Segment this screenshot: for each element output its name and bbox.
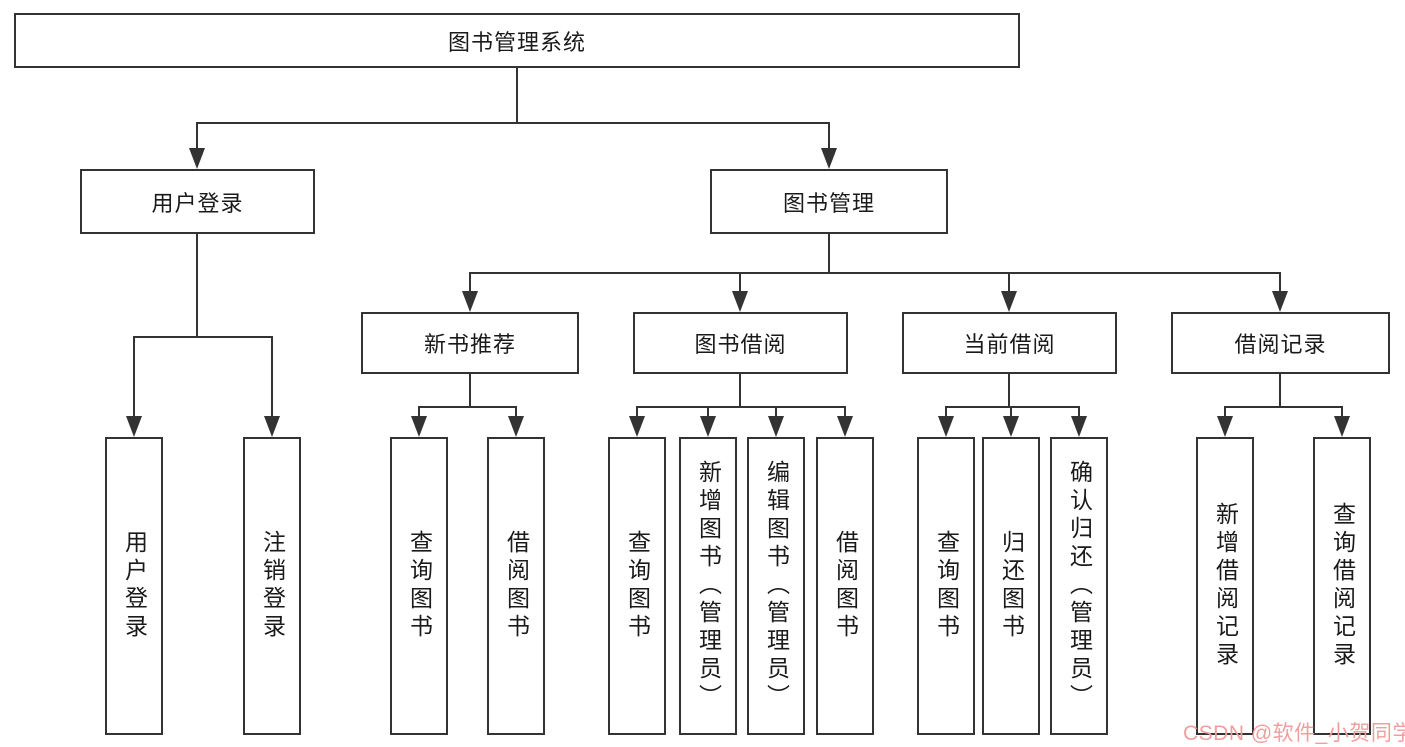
node-library-system: 图书管理系统	[14, 13, 1020, 68]
connector-drop	[133, 336, 135, 418]
leaf-return-books: 归还图书	[982, 437, 1040, 735]
leaf-label: 新增借阅记录	[1212, 502, 1239, 670]
leaf-add-books-admin: 新增图书（管理员）	[679, 437, 737, 735]
arrowhead-down-icon	[938, 416, 954, 437]
arrowhead-down-icon	[1001, 291, 1017, 312]
node-new-book-recommendation: 新书推荐	[361, 312, 579, 374]
node-label: 当前借阅	[963, 332, 1056, 357]
leaf-label: 新增图书（管理员）	[695, 460, 722, 712]
arrowhead-down-icon	[1071, 416, 1087, 437]
node-book-borrowing: 图书借阅	[633, 312, 848, 374]
arrowhead-down-icon	[189, 148, 205, 169]
connector-drop	[739, 272, 741, 293]
connector-root-split	[196, 122, 830, 124]
connector-drop	[707, 406, 709, 418]
leaf-query-books-borrowing: 查询图书	[608, 437, 666, 735]
connector-drop	[775, 406, 777, 418]
leaf-confirm-return-admin: 确认归还（管理员）	[1050, 437, 1108, 735]
arrowhead-down-icon	[411, 416, 427, 437]
node-label: 用户登录	[151, 190, 244, 216]
csdn-watermark: CSDN @软件_小贺同学	[1183, 722, 1405, 745]
connector-drop	[945, 406, 947, 418]
connector-split	[636, 406, 846, 408]
node-book-management: 图书管理	[710, 169, 948, 234]
leaf-label: 归还图书	[998, 530, 1025, 642]
arrowhead-down-icon	[732, 291, 748, 312]
arrowhead-down-icon	[1334, 416, 1350, 437]
node-user-login: 用户登录	[80, 169, 315, 234]
connector-drop	[828, 122, 830, 150]
connector-user-login-stem	[196, 234, 198, 336]
leaf-label: 查询图书	[933, 530, 960, 642]
leaf-borrow-books: 借阅图书	[816, 437, 874, 735]
connector-stem	[1279, 374, 1281, 406]
connector-drop	[271, 336, 273, 418]
node-label: 图书管理系统	[447, 29, 586, 55]
connector-drop	[418, 406, 420, 418]
node-label: 借阅记录	[1234, 332, 1327, 357]
connector-drop	[515, 406, 517, 418]
arrowhead-down-icon	[264, 416, 280, 437]
arrowhead-down-icon	[629, 416, 645, 437]
arrowhead-down-icon	[126, 416, 142, 437]
connector-drop	[1279, 272, 1281, 293]
leaf-label: 借阅图书	[503, 530, 530, 642]
leaf-label: 借阅图书	[832, 530, 859, 642]
connector-stem	[739, 374, 741, 406]
leaf-query-books-recommend: 查询图书	[390, 437, 448, 735]
connector-drop	[1341, 406, 1343, 418]
connector-drop	[469, 272, 471, 293]
leaf-label: 注销登录	[259, 530, 286, 642]
arrowhead-down-icon	[508, 416, 524, 437]
leaf-edit-books-admin: 编辑图书（管理员）	[747, 437, 805, 735]
arrowhead-down-icon	[462, 291, 478, 312]
connector-drop	[1224, 406, 1226, 418]
leaf-add-borrow-record: 新增借阅记录	[1196, 437, 1254, 735]
leaf-label: 查询图书	[624, 530, 651, 642]
connector-user-login-split	[133, 336, 273, 338]
connector-split	[1224, 406, 1343, 408]
arrowhead-down-icon	[1272, 291, 1288, 312]
leaf-label: 确认归还（管理员）	[1066, 460, 1093, 712]
node-label: 图书借阅	[694, 332, 787, 357]
connector-split	[418, 406, 517, 408]
leaf-query-books-current: 查询图书	[917, 437, 975, 735]
arrowhead-down-icon	[768, 416, 784, 437]
connector-book-mgmt-split	[469, 272, 1281, 274]
leaf-label: 编辑图书（管理员）	[763, 460, 790, 712]
connector-stem	[469, 374, 471, 406]
arrowhead-down-icon	[1217, 416, 1233, 437]
connector-book-mgmt-stem	[828, 234, 830, 272]
connector-drop	[196, 122, 198, 150]
node-label: 新书推荐	[423, 332, 516, 357]
node-label: 图书管理	[782, 190, 875, 216]
arrowhead-down-icon	[821, 148, 837, 169]
connector-drop	[636, 406, 638, 418]
connector-drop	[1078, 406, 1080, 418]
connector-split	[945, 406, 1080, 408]
node-borrowing-records: 借阅记录	[1171, 312, 1390, 374]
connector-drop	[1008, 272, 1010, 293]
leaf-label: 用户登录	[121, 530, 148, 642]
connector-root-stem	[516, 68, 518, 122]
connector-drop	[844, 406, 846, 418]
leaf-query-borrow-record: 查询借阅记录	[1313, 437, 1371, 735]
arrowhead-down-icon	[700, 416, 716, 437]
node-current-borrowing: 当前借阅	[902, 312, 1117, 374]
arrowhead-down-icon	[837, 416, 853, 437]
leaf-user-login: 用户登录	[105, 437, 163, 735]
connector-drop	[1010, 406, 1012, 418]
arrowhead-down-icon	[1003, 416, 1019, 437]
connector-stem	[1008, 374, 1010, 406]
leaf-borrow-books-recommend: 借阅图书	[487, 437, 545, 735]
leaf-label: 查询借阅记录	[1329, 502, 1356, 670]
leaf-label: 查询图书	[406, 530, 433, 642]
leaf-logout-login: 注销登录	[243, 437, 301, 735]
